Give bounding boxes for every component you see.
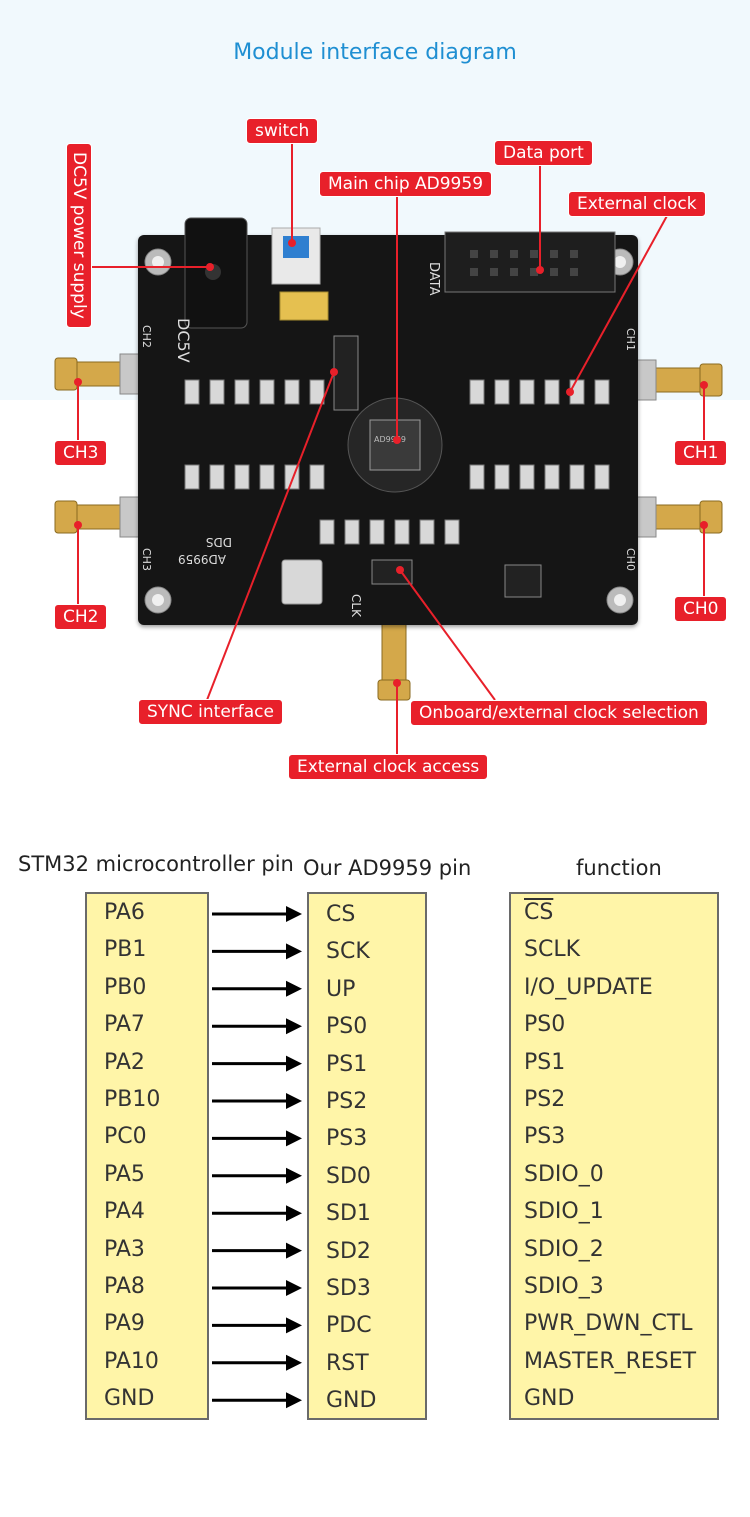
pin-arrow-head — [286, 1167, 302, 1184]
pin-arrow-head — [286, 1242, 302, 1259]
stm32-pin: PC0 — [104, 1124, 147, 1150]
ad9959-pin: SD3 — [326, 1276, 371, 1301]
clock-jumper — [371, 559, 413, 585]
ad9959-pin: SD0 — [326, 1163, 371, 1189]
silk-data: DATA — [426, 262, 441, 296]
diagram-title: Module interface diagram — [233, 40, 517, 65]
ad9959-pin: PS3 — [326, 1126, 368, 1152]
header-ad9959: Our AD9959 pin — [303, 856, 472, 880]
pin-function: GND — [524, 1386, 575, 1412]
silk-ch0: CH0 — [624, 548, 637, 571]
stm32-pin: PA7 — [104, 1012, 145, 1038]
pin-function: PS0 — [524, 1012, 566, 1038]
ad9959-pin: SD1 — [326, 1201, 371, 1227]
callout-external-clock: External clock — [568, 191, 706, 217]
silk-dc5v: DC5V — [174, 318, 193, 363]
callout-external-clock-access: External clock access — [288, 754, 489, 780]
silk-ch2: CH2 — [140, 325, 153, 348]
callout-ch2: CH2 — [54, 604, 108, 630]
ad9959-pin: SD2 — [326, 1238, 371, 1264]
sync-header — [333, 335, 359, 411]
function-column — [509, 892, 719, 1420]
stm32-pin: PA6 — [104, 900, 145, 925]
pin-arrow-head — [286, 1018, 302, 1035]
silk-ch3: CH3 — [140, 548, 153, 571]
header-stm32: STM32 microcontroller pin — [18, 852, 294, 876]
stm32-pin: PA9 — [104, 1311, 145, 1337]
ad9959-pin: SCK — [326, 939, 370, 965]
stm32-pin: PA4 — [104, 1199, 145, 1225]
pin-function: PS2 — [524, 1087, 566, 1112]
callout-main-chip: Main chip AD9959 — [319, 171, 493, 197]
sma-connector-clk — [377, 619, 411, 701]
pin-function: CS — [524, 900, 554, 925]
board-details: DC5V DATA CH2 CH3 CH1 CH0 CLK AD9959 DDS… — [140, 217, 637, 618]
pin-arrow-head — [286, 1130, 302, 1147]
stm32-pin-column — [85, 892, 209, 1420]
ad9959-pin: PS1 — [326, 1051, 368, 1077]
header-function: function — [576, 856, 662, 880]
pin-arrow-head — [286, 1205, 302, 1222]
silk-ch1: CH1 — [624, 328, 637, 351]
pin-function: I/O_UPDATE — [524, 974, 653, 1000]
callout-ch1: CH1 — [674, 440, 728, 466]
ad9959-pin-column — [307, 892, 427, 1420]
ad9959-pin: GND — [326, 1388, 377, 1414]
silk-model: AD9959 — [178, 552, 226, 566]
pin-function: SDIO_2 — [524, 1236, 604, 1262]
callout-clock-selection: Onboard/external clock selection — [410, 700, 708, 726]
ad9959-pin: CS — [326, 902, 356, 927]
pin-function: PWR_DWN_CTL — [524, 1311, 693, 1337]
pin-arrow-head — [286, 943, 302, 960]
ad9959-pin: UP — [326, 976, 356, 1002]
pin-function: PS3 — [524, 1124, 566, 1150]
oscillator — [281, 559, 323, 605]
ad9959-chip — [369, 419, 421, 471]
pin-arrow-head — [286, 980, 302, 997]
stm32-pin: GND — [104, 1386, 155, 1412]
sma-connector-ch3 — [54, 353, 151, 395]
pin-arrow-head — [286, 1354, 302, 1371]
pin-function: SDIO_3 — [524, 1274, 604, 1299]
stm32-pin: PA3 — [104, 1236, 145, 1262]
data-header — [444, 231, 616, 293]
stm32-pin: PB10 — [104, 1087, 161, 1112]
pin-function: PS1 — [524, 1049, 566, 1075]
callout-ch0: CH0 — [674, 596, 728, 622]
pin-function: MASTER_RESET — [524, 1348, 697, 1374]
ad9959-pin: PDC — [326, 1313, 372, 1339]
ad9959-pin: PS0 — [326, 1014, 368, 1040]
pin-arrow-head — [286, 906, 302, 922]
stm32-pin: PA2 — [104, 1049, 145, 1075]
silk-clk: CLK — [349, 594, 363, 618]
stm32-pin: PA5 — [104, 1161, 145, 1187]
callout-sync-interface: SYNC interface — [138, 699, 283, 725]
pin-function: SDIO_0 — [524, 1161, 604, 1187]
callout-data-port: Data port — [494, 140, 593, 166]
silk-dds: DDS — [206, 535, 232, 549]
callout-lines — [74, 143, 708, 755]
pin-arrow-head — [286, 1317, 302, 1334]
pin-function: SCLK — [524, 937, 581, 963]
ad9959-pin: PS2 — [326, 1089, 368, 1114]
ad9959-pin: RST — [326, 1350, 369, 1376]
pin-arrow-head — [286, 1055, 302, 1072]
callout-switch: switch — [246, 118, 319, 144]
stm32-pin: PB1 — [104, 937, 147, 963]
pin-arrow-head — [286, 1392, 302, 1409]
pin-arrow-head — [286, 1280, 302, 1296]
callout-dc5v-power: DC5V power supply — [66, 143, 92, 328]
pin-function: SDIO_1 — [524, 1199, 604, 1225]
chip-label: AD9959 — [374, 435, 406, 444]
pin-arrow-head — [286, 1093, 302, 1109]
stm32-pin: PA8 — [104, 1274, 145, 1299]
callout-ch3: CH3 — [54, 440, 108, 466]
stm32-pin: PA10 — [104, 1348, 159, 1374]
stm32-pin: PB0 — [104, 974, 147, 1000]
